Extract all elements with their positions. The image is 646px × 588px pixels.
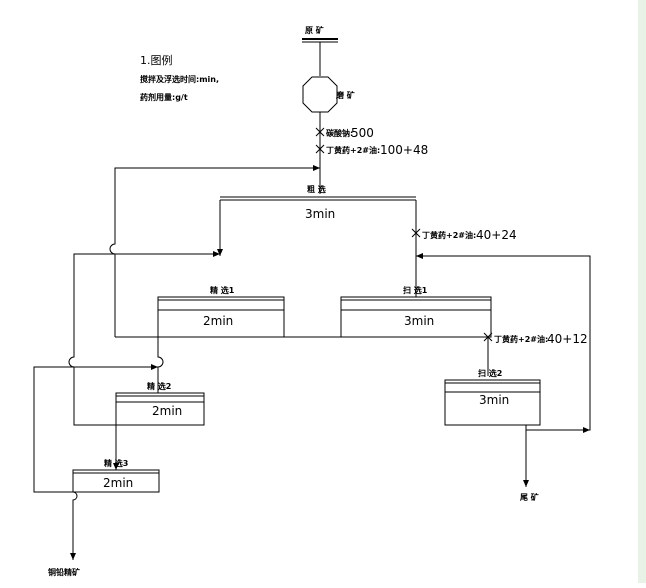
- cleaner1-box: [157, 296, 285, 338]
- right-edge-strip: [638, 0, 646, 583]
- cleaner3-time: 2min: [103, 476, 133, 490]
- cell-rougher: 粗 选 3min: [220, 184, 416, 221]
- cell-cleaner3: 精 选3 2min: [72, 458, 160, 493]
- reagent-2-value: 100+48: [380, 143, 428, 157]
- reagent-addition-icon: [315, 127, 325, 137]
- cleaner3-tails-recycle: [33, 364, 159, 493]
- reagent-4-label: 丁黄药+2#油:: [494, 334, 548, 344]
- reagent-addition-icon: [483, 332, 493, 342]
- cleaner2-label: 精 选2: [147, 381, 171, 391]
- cell-cleaner2: 精 选2 2min: [115, 381, 205, 426]
- reagent-rougher-1: 碳酸钠: 500: [315, 126, 374, 140]
- rougher-label: 粗 选: [307, 184, 326, 194]
- legend-time-unit: 搅拌及浮选时间:min,: [140, 74, 219, 84]
- cleaner1-label: 精 选1: [210, 285, 235, 295]
- scav1-time: 3min: [404, 314, 434, 328]
- scav1-label: 扫 选1: [403, 285, 428, 295]
- reagent-4-value: 40+12: [547, 332, 588, 346]
- feed: 原 矿: [302, 25, 338, 43]
- grinding-mill: 磨 矿: [302, 76, 355, 113]
- reagent-1-value: 500: [351, 126, 374, 140]
- scav1-box: [340, 296, 492, 338]
- cell-scavenger2: 扫 选2 3min: [444, 368, 541, 426]
- legend-title: 1.图例: [140, 53, 173, 67]
- final-concentrate-line: [70, 491, 78, 560]
- reagent-addition-icon: [315, 144, 325, 154]
- rougher-time: 3min: [305, 207, 335, 221]
- cell-cleaner1: 精 选1 2min: [157, 285, 285, 338]
- cleaner2-box: [115, 392, 205, 426]
- reagent-2-label: 丁黄药+2#油:: [326, 145, 380, 155]
- grinding-mill-icon: [302, 76, 338, 113]
- reagent-scav1: 丁黄药+2#油: 40+24: [411, 228, 517, 242]
- reagent-addition-icon: [411, 228, 421, 238]
- legend-notes: 1.图例 搅拌及浮选时间:min, 药剂用量:g/t: [140, 53, 219, 102]
- scav2-time: 3min: [479, 393, 509, 407]
- cell-scavenger1: 扫 选1 3min: [340, 285, 492, 338]
- feed-label: 原 矿: [305, 25, 324, 35]
- cleaner3-label: 精 选3: [104, 458, 128, 468]
- reagent-scav2: 丁黄药+2#油: 40+12: [483, 332, 588, 346]
- cleaner1-time: 2min: [203, 314, 233, 328]
- reagent-rougher-2: 丁黄药+2#油: 100+48: [315, 143, 428, 157]
- grinding-label: 磨 矿: [335, 90, 355, 100]
- concentrate-label: 铜铅精矿: [48, 567, 80, 577]
- reagent-3-value: 40+24: [476, 228, 517, 242]
- legend-dose-unit: 药剂用量:g/t: [140, 92, 188, 102]
- scav2-label: 扫 选2: [478, 368, 502, 378]
- tailings-label: 尾 矿: [519, 492, 539, 502]
- reagent-3-label: 丁黄药+2#油:: [422, 230, 476, 240]
- cleaner2-time: 2min: [152, 404, 182, 418]
- reagent-1-label: 碳酸钠:: [326, 128, 353, 138]
- scav2-box: [444, 379, 541, 426]
- cleaner1-conc-to-cleaner2: [157, 310, 164, 376]
